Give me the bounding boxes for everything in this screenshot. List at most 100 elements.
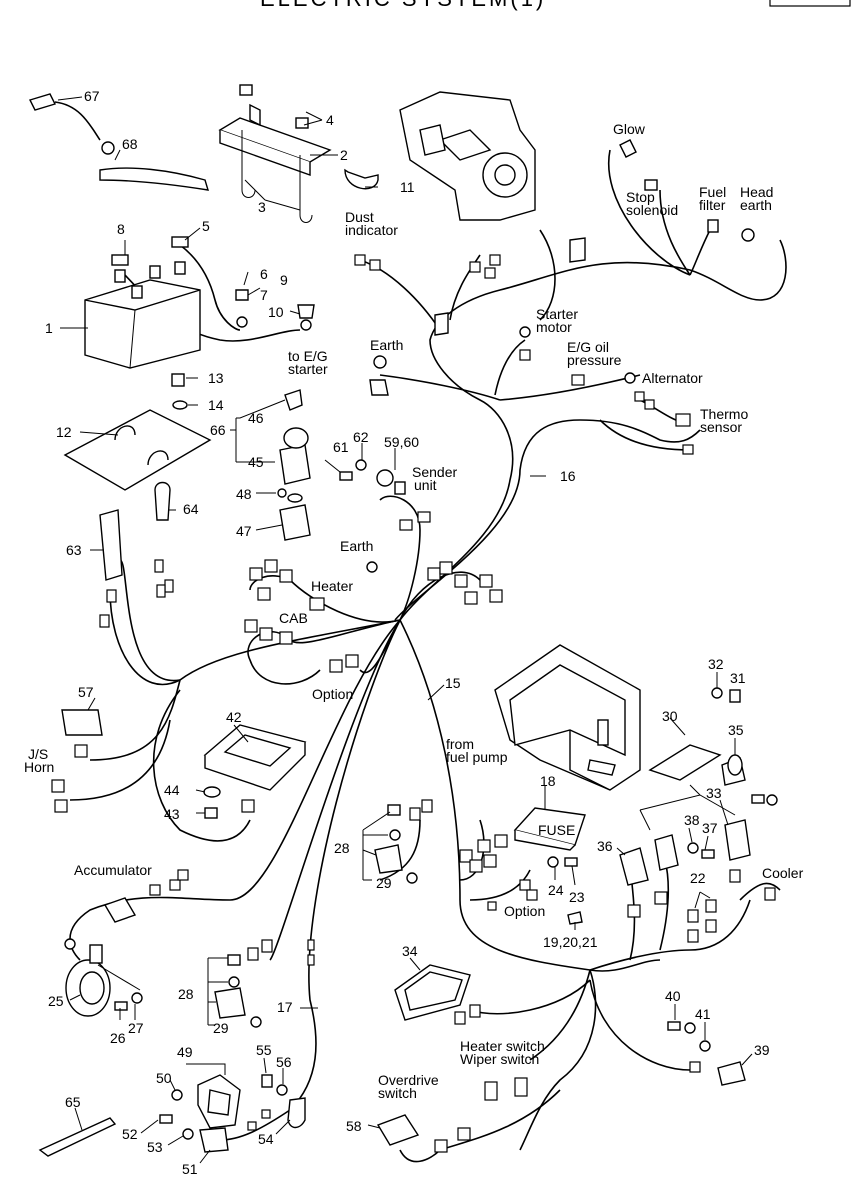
part-number: 29: [213, 1020, 229, 1036]
part-number: 4: [326, 112, 334, 128]
earth-terminal: [366, 561, 378, 573]
connector: [627, 904, 641, 918]
screw-29: [406, 872, 418, 884]
connector: [459, 849, 473, 863]
diagram-title: ELECTRIC SYSTEM(1): [260, 0, 546, 11]
part-number: 44: [164, 782, 180, 798]
part-number: 62: [353, 429, 369, 445]
label-starter: Starter: [536, 306, 578, 322]
part-number: 40: [665, 988, 681, 1004]
alternator-terminal: [624, 372, 636, 384]
label-cooler: Cooler: [762, 865, 804, 881]
part-number: 45: [248, 454, 264, 470]
part-number: 43: [164, 806, 180, 822]
switch-28: [374, 844, 403, 874]
connector: [729, 869, 741, 883]
washer-14: [172, 400, 188, 410]
washer-56: [276, 1084, 288, 1096]
label-overdrive: Overdrive: [378, 1072, 439, 1088]
part-number: 19,20,21: [543, 934, 598, 950]
label-earth-top: Earth: [370, 337, 403, 353]
horn-relay-49: [197, 1074, 241, 1129]
part-number: 47: [236, 523, 252, 539]
label-earth-mid: Earth: [340, 538, 373, 554]
label-starter-cable: starter: [288, 361, 328, 377]
relay-36: [619, 847, 649, 886]
part-number: 57: [78, 684, 94, 700]
connector-22: [705, 919, 717, 933]
connector-22: [705, 899, 717, 913]
bolt-52: [159, 1114, 173, 1124]
connector: [164, 579, 174, 593]
part-number: 14: [208, 397, 224, 413]
bolt: [235, 289, 249, 301]
glow-terminal: [619, 139, 637, 158]
lamp-63: [99, 509, 123, 581]
part-number: 66: [210, 422, 226, 438]
part-number: 37: [702, 820, 718, 836]
part-number: 49: [177, 1044, 193, 1060]
connector: [434, 1139, 448, 1153]
switch-28b: [214, 987, 246, 1019]
connector: [264, 559, 278, 573]
fuse-box-18: [513, 807, 586, 851]
connector: [439, 561, 453, 575]
label-accumulator: Accumulator: [74, 862, 152, 878]
connector: [484, 267, 496, 279]
bolt-55: [261, 1074, 273, 1088]
part-number: 52: [122, 1126, 138, 1142]
switch-body-47: [279, 504, 311, 541]
bolt: [387, 804, 401, 816]
part-number: 64: [183, 501, 199, 517]
lamp-64: [154, 481, 171, 521]
connector: [644, 399, 655, 410]
part-number: 16: [560, 468, 576, 484]
part-number: 13: [208, 370, 224, 386]
connector: [457, 1127, 471, 1141]
part-number: 34: [402, 943, 418, 959]
part-number: 42: [226, 709, 242, 725]
part-number: 61: [333, 439, 349, 455]
dust-indicator-cap: [344, 168, 379, 190]
label-pressure: pressure: [567, 352, 622, 368]
connector: [477, 839, 491, 853]
connector: [469, 1004, 481, 1018]
bolt-13: [171, 373, 185, 387]
part-number: 25: [48, 993, 64, 1009]
battery: [84, 261, 201, 369]
label-motor: motor: [536, 319, 572, 335]
engine-pump-assembly: [399, 91, 536, 221]
washer-62: [355, 459, 367, 471]
connector: [261, 1109, 271, 1119]
label-from: from: [446, 736, 474, 752]
connector: [634, 391, 645, 402]
label-sensor: sensor: [700, 419, 742, 435]
label-cab: CAB: [279, 610, 308, 626]
label-wiper-switch: Wiper switch: [460, 1051, 539, 1067]
bolt-26: [114, 1001, 128, 1011]
part-number: 38: [684, 812, 700, 828]
connector: [464, 591, 478, 605]
part-number: 51: [182, 1161, 198, 1177]
washer: [228, 976, 240, 988]
connector: [417, 511, 431, 523]
connector: [489, 254, 501, 266]
connector: [307, 954, 315, 966]
part-number: 55: [256, 1042, 272, 1058]
connector: [489, 589, 503, 603]
part-number: 31: [730, 670, 746, 686]
wiper-switch-connector: [514, 1077, 528, 1097]
part-number: 3: [258, 199, 266, 215]
controller-34: [394, 964, 471, 1021]
heater-switch-connector: [484, 1081, 498, 1101]
part-57: [61, 709, 103, 736]
label-unit: unit: [414, 477, 437, 493]
washer: [287, 493, 303, 503]
connector: [369, 259, 381, 271]
washer: [236, 316, 248, 328]
bolt-37: [701, 849, 715, 859]
label-js: J/S: [28, 746, 48, 762]
nut: [297, 304, 315, 319]
connector: [644, 179, 658, 191]
connector: [483, 854, 497, 868]
